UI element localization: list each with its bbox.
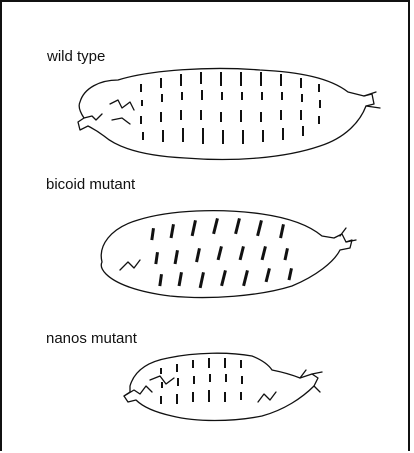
nanos-mutant-denticle-bands	[160, 358, 243, 404]
nanos-mutant-head-mark	[124, 376, 174, 396]
nanos-mutant-posterior-mark	[258, 392, 276, 402]
nanos-mutant-outline	[124, 353, 318, 420]
